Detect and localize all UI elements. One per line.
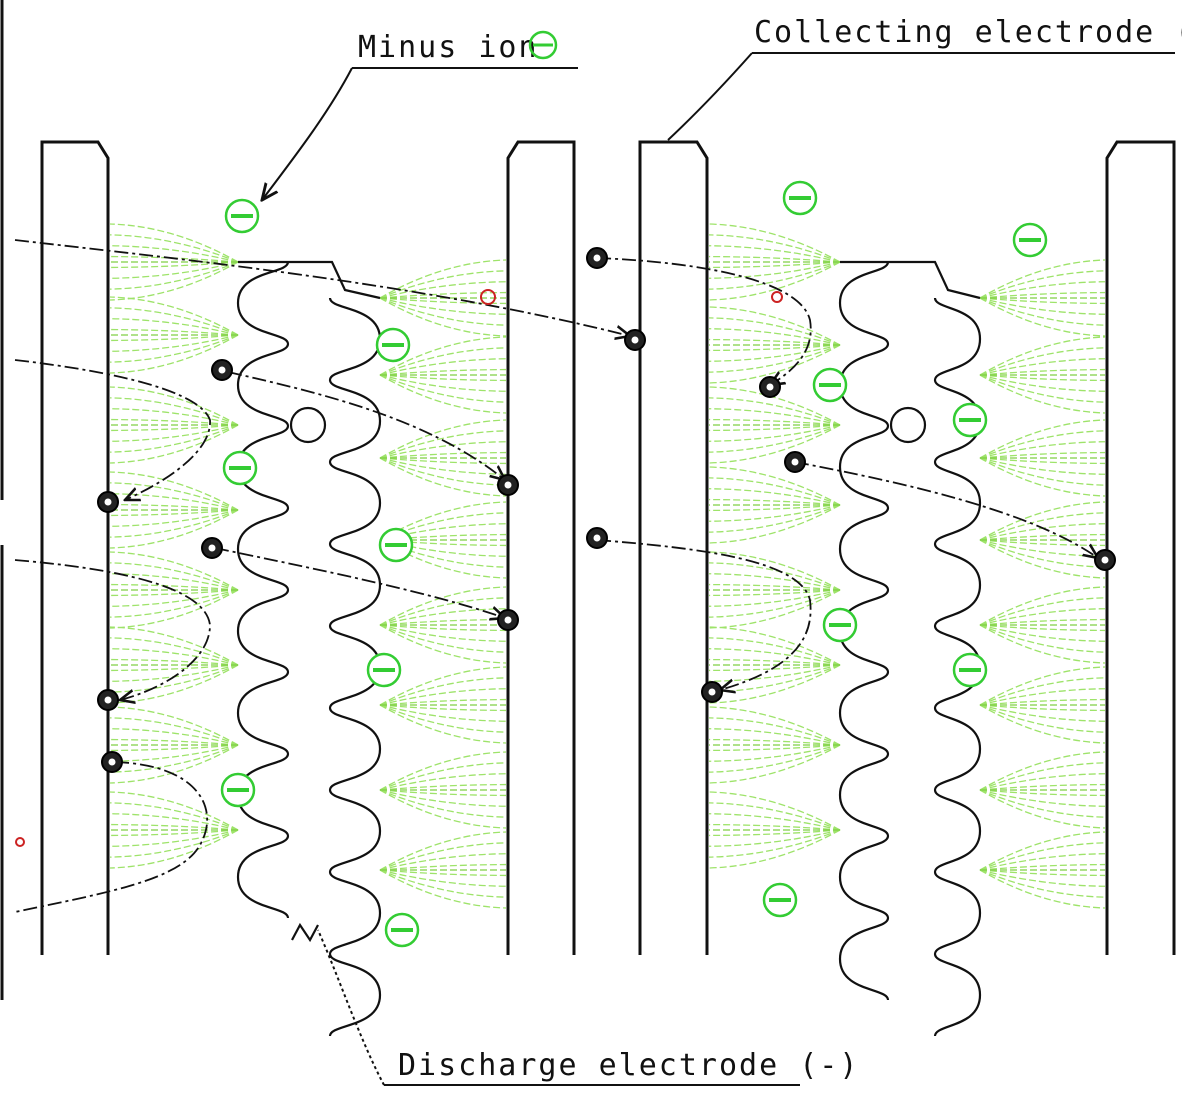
- minus-in-circle-icon: [366, 652, 402, 688]
- trajectory-6: [14, 761, 209, 913]
- corona-discharge-zones: [109, 223, 1106, 909]
- corona-cone-a2: [109, 386, 239, 464]
- dust-particle-icon: [759, 376, 781, 398]
- collecting-electrode-label: Collecting electrode (+): [754, 15, 1182, 50]
- corona-cone-c2: [708, 386, 841, 464]
- minus-in-circle-icon: [384, 912, 420, 948]
- highlighted-particle-1: [480, 289, 496, 305]
- corona-cone-a4: [109, 551, 239, 629]
- trajectory-8: [794, 461, 1098, 558]
- corona-cone-b7: [379, 831, 507, 909]
- collecting-plate-4: [1105, 140, 1176, 955]
- minus-in-circle-icon: [378, 527, 414, 563]
- dust-particle-icon: [97, 491, 119, 513]
- discharge-top-link-right: [840, 260, 981, 300]
- dust-particle-icon: [701, 681, 723, 703]
- collecting-plate-3: [638, 140, 709, 955]
- trajectory-7: [596, 257, 812, 385]
- corona-cone-a3: [109, 471, 239, 549]
- collecting-electrode-callout: Collecting electrode (+): [667, 15, 1182, 141]
- corona-cone-a6: [109, 706, 239, 784]
- corona-cone-d1: [979, 336, 1106, 414]
- discharge-electrode-left-a: [236, 261, 290, 919]
- dust-particle-icon: [497, 474, 519, 496]
- dust-particles: [97, 247, 1116, 773]
- corona-cone-c4: [708, 551, 841, 629]
- dust-particle-icon: [586, 247, 608, 269]
- discharge-electrodes: [236, 260, 982, 1037]
- dust-particle-icon: [784, 451, 806, 473]
- minus-in-circle-icon: [375, 327, 411, 363]
- collecting-electrode-plates: [40, 140, 1176, 955]
- minus-ions: [220, 180, 1048, 948]
- corona-cone-c3: [708, 466, 841, 544]
- minus-in-circle-icon: [224, 198, 260, 234]
- corona-cone-a1: [109, 296, 239, 374]
- minus-ion-callout: Minus ion: [262, 30, 578, 200]
- corona-cone-c5: [708, 626, 841, 704]
- dust-particle-icon: [201, 537, 223, 559]
- minus-in-circle-icon: [220, 772, 256, 808]
- corona-cone-b4: [379, 586, 507, 664]
- trajectory-2: [14, 359, 211, 500]
- corona-cone-d5: [979, 666, 1106, 744]
- dust-particle-icon: [586, 527, 608, 549]
- corona-cone-b2: [379, 419, 507, 497]
- corona-cone-d7: [979, 831, 1106, 909]
- dust-particle-icon: [624, 329, 646, 351]
- collecting-plate-1: [40, 140, 110, 955]
- highlighted-particle-2: [771, 291, 783, 303]
- minus-in-circle-icon: [222, 450, 258, 486]
- highlighted-particles: [15, 289, 783, 847]
- minus-in-circle-icon: [528, 30, 558, 60]
- particle-trajectories: [14, 239, 1098, 913]
- corona-cone-a5: [109, 626, 239, 704]
- corona-cone-d2: [979, 419, 1106, 497]
- corona-cone-d6: [979, 751, 1106, 829]
- collecting-plate-2: [506, 140, 576, 955]
- minus-in-circle-icon: [822, 607, 858, 643]
- corona-cone-c7: [708, 791, 841, 869]
- trajectory-1: [14, 239, 630, 336]
- minus-in-circle-icon: [782, 180, 818, 216]
- discharge-wire-1: [289, 406, 327, 444]
- discharge-bottom-hook: [291, 922, 319, 943]
- corona-cone-b6: [379, 751, 507, 829]
- dust-particle-icon: [97, 689, 119, 711]
- trajectory-3: [227, 371, 505, 480]
- corona-cone-d3: [979, 501, 1106, 579]
- corona-cone-d4: [979, 586, 1106, 664]
- minus-in-circle-icon: [1012, 222, 1048, 258]
- minus-in-circle-icon: [952, 402, 988, 438]
- dust-particle-icon: [101, 751, 123, 773]
- trajectory-9: [596, 539, 812, 690]
- trajectory-4: [14, 559, 211, 700]
- corona-cone-a7: [109, 791, 239, 869]
- minus-in-circle-icon: [812, 367, 848, 403]
- corona-cone-b5: [379, 666, 507, 744]
- dust-particle-icon: [497, 609, 519, 631]
- discharge-electrode-label: Discharge electrode (-): [398, 1048, 859, 1083]
- minus-in-circle-icon: [762, 882, 798, 918]
- corona-cone-b0: [379, 259, 507, 337]
- trajectory-5: [214, 547, 505, 618]
- highlighted-particle-3: [15, 837, 25, 847]
- corona-cone-b1: [379, 336, 507, 414]
- discharge-top-link-left: [238, 260, 381, 300]
- dust-particle-icon: [211, 359, 233, 381]
- minus-ion-label: Minus ion: [358, 30, 539, 65]
- corona-cone-a0: [109, 223, 239, 301]
- corona-cone-c6: [708, 706, 841, 784]
- discharge-electrode-callout: Discharge electrode (-): [317, 929, 859, 1086]
- dust-particle-icon: [1094, 549, 1116, 571]
- discharge-wire-circles: [289, 406, 927, 444]
- corona-cone-c0: [708, 223, 841, 301]
- corona-cone-d0: [979, 259, 1106, 337]
- discharge-wire-2: [889, 406, 927, 444]
- minus-in-circle-icon: [952, 652, 988, 688]
